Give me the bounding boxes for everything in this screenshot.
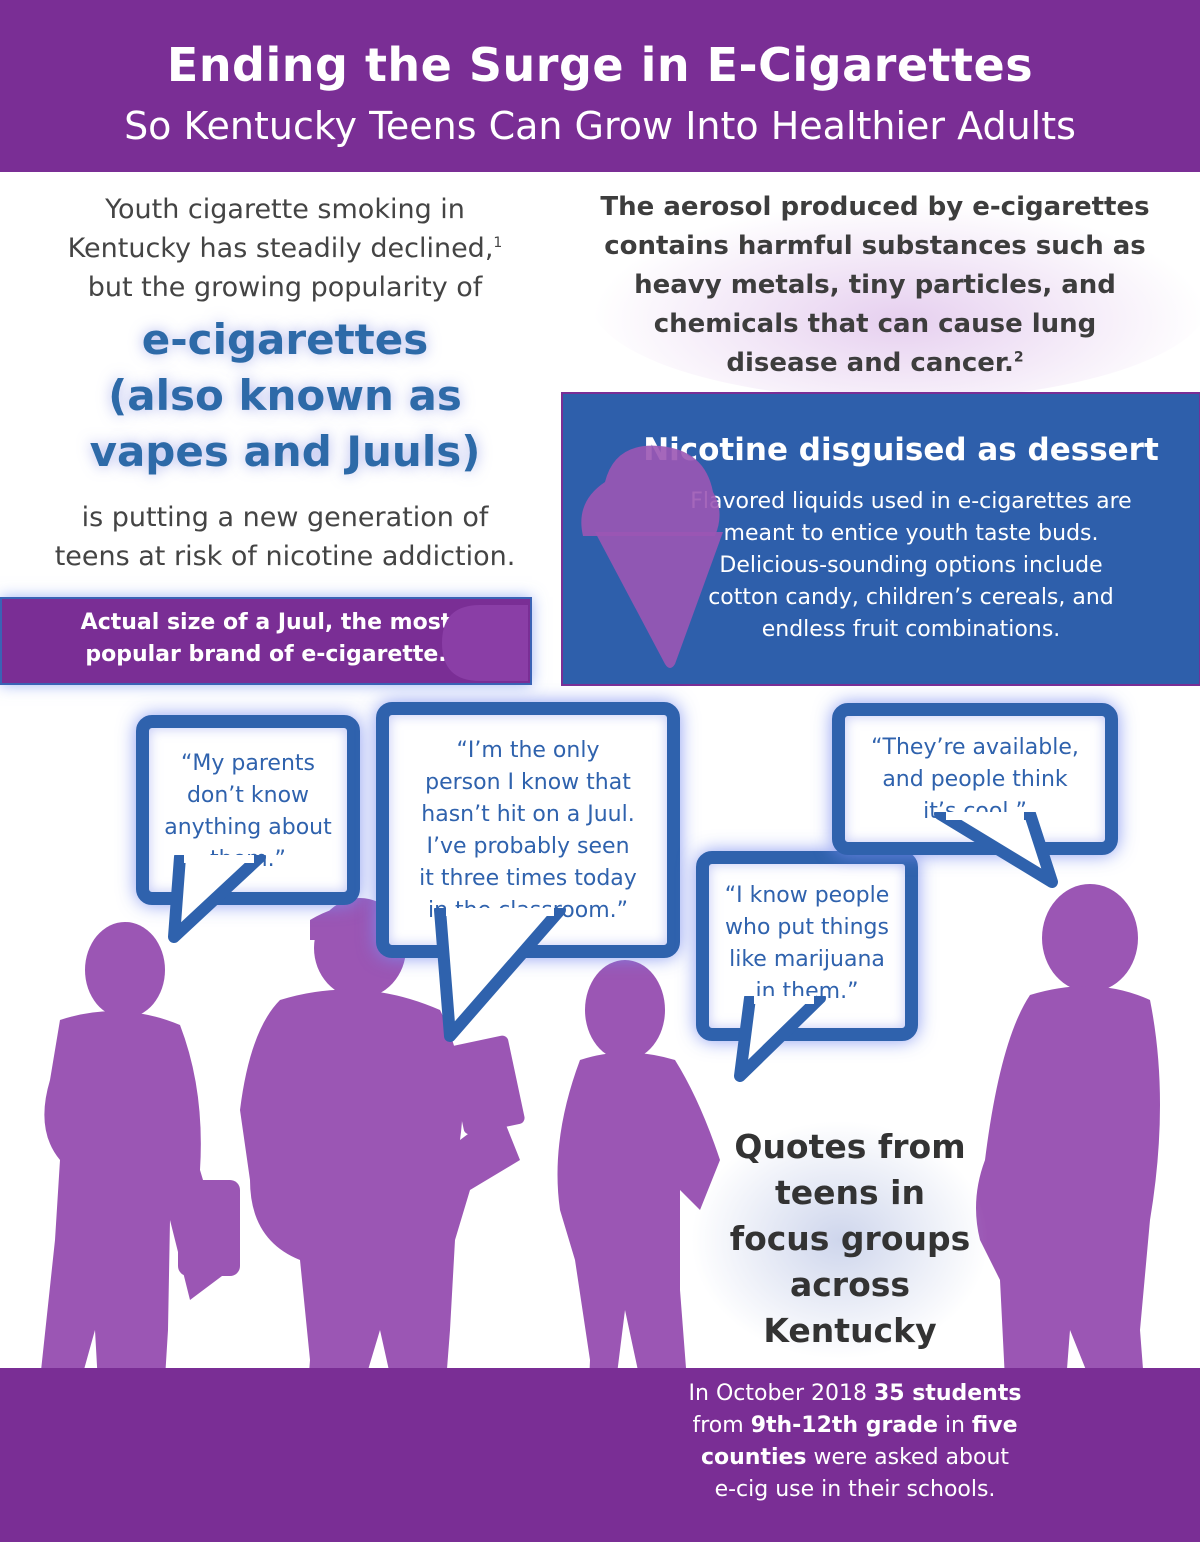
nicotine-body: Flavored liquids used in e-cigarettes ar… [643,486,1179,646]
juul-device-icon [442,605,528,681]
bubble-tail-3 [734,996,826,1082]
survey-text: In October 2018 [688,1381,874,1406]
aerosol-line: The aerosol produced by e-cigarettes [600,192,1150,222]
quotes-label-line: Kentucky [763,1311,937,1350]
quotes-label-line: Quotes from [734,1127,966,1166]
footnote-ref: 2 [1013,349,1024,366]
bubble-tail-1 [168,855,266,943]
intro-line: Kentucky has steadily declined,1 [30,229,540,268]
quote-line: don’t know [186,783,310,808]
nicotine-line: Delicious-sounding options include [719,553,1103,578]
bottom-band [0,1368,1200,1542]
highlight-line: vapes and Juuls) [89,427,481,476]
quote-line: who put things [725,915,889,940]
quote-line: and people think [882,767,1068,792]
ice-cream-cone-icon [581,445,723,668]
intro-line-text: Kentucky has steadily declined, [67,233,494,264]
intro-text: Youth cigarette smoking in Kentucky has … [30,190,540,307]
intro-line: Youth cigarette smoking in [105,194,465,225]
quote-line: “My parents [181,751,315,776]
juul-size-box: Actual size of a Juul, the most popular … [0,597,532,685]
bubble-tail-2 [434,908,566,1042]
intro-line: is putting a new generation of [81,502,489,533]
juul-caption: Actual size of a Juul, the most popular … [2,607,530,671]
survey-text: were asked about [806,1445,1010,1470]
quote-line: person I know that [425,770,631,795]
footnote-ref: 1 [493,235,503,251]
aerosol-text: The aerosol produced by e-cigarettes con… [590,188,1160,383]
nicotine-line: meant to entice youth taste buds. [723,521,1099,546]
aerosol-line: contains harmful substances such as [604,231,1146,261]
survey-emphasis: five [971,1413,1018,1438]
ecig-highlight: e-cigarettes (also known as vapes and Ju… [30,312,540,480]
aerosol-line-text: disease and cancer. [726,348,1014,378]
aerosol-line: heavy metals, tiny particles, and [634,270,1116,300]
quotes-cloud-decoration [690,1120,990,1360]
aerosol-line: chemicals that can cause lung [653,309,1097,339]
survey-note: In October 2018 35 students from 9th-12t… [660,1378,1050,1506]
nicotine-title: Nicotine disguised as dessert [643,432,1159,468]
quote-line: anything about [164,815,332,840]
highlight-line: e-cigarettes [141,315,429,364]
survey-emphasis: 35 students [873,1381,1022,1406]
quotes-label-line: teens in [775,1173,925,1212]
survey-emphasis: counties [700,1445,807,1470]
quotes-label-line: across [789,1265,911,1304]
highlight-line: (also known as [108,371,462,420]
survey-line: e-cig use in their schools. [714,1477,996,1502]
nicotine-line: endless fruit combinations. [761,617,1061,642]
quotes-label: Quotes from teens in focus groups across… [720,1124,980,1354]
survey-line: from 9th-12th grade in five [660,1410,1050,1442]
survey-line: In October 2018 35 students [660,1378,1050,1410]
quotes-label-line: focus groups [729,1219,971,1258]
page-subtitle: So Kentucky Teens Can Grow Into Healthie… [124,104,1076,148]
bubble-tail-4 [934,812,1058,888]
quote-line: it three times today [419,866,637,891]
survey-text: in [937,1413,972,1438]
intro-line: but the growing popularity of [87,272,483,303]
page-title: Ending the Surge in E-Cigarettes [166,38,1034,92]
quote-line: hasn’t hit on a Juul. [421,802,635,827]
survey-line: counties were asked about [660,1442,1050,1474]
smoke-cloud-decoration [590,200,1200,400]
intro-conclusion: is putting a new generation of teens at … [30,498,540,576]
quote-line: “They’re available, [871,735,1079,760]
nicotine-line: cotton candy, children’s cereals, and [708,585,1114,610]
quote-line: I’ve probably seen [426,834,630,859]
quote-line: like marijuana [729,947,885,972]
aerosol-line: disease and cancer.2 [590,344,1160,383]
intro-line: teens at risk of nicotine addiction. [54,541,516,572]
quote-line: “I’m the only [456,738,600,763]
survey-emphasis: 9th-12th grade [750,1413,938,1438]
survey-text: from [692,1413,751,1438]
quote-line: “I know people [724,883,890,908]
header-banner: Ending the Surge in E-Cigarettes So Kent… [0,0,1200,172]
juul-caption-line: popular brand of e-cigarette. [85,642,447,667]
nicotine-line: Flavored liquids used in e-cigarettes ar… [690,489,1132,514]
juul-caption-line: Actual size of a Juul, the most [80,610,452,635]
